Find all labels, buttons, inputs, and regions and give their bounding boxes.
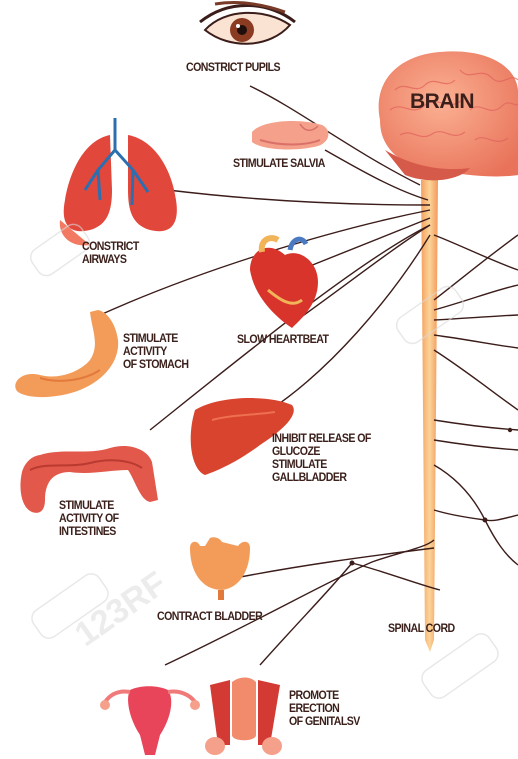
eye-icon — [200, 3, 295, 44]
label-promote-erection: PROMOTE ERECTION OF GENITALSV — [289, 690, 360, 729]
lungs-icon — [60, 118, 177, 245]
label-constrict-airways: CONSTRICT AIRWAYS — [82, 241, 139, 267]
bladder-icon — [190, 537, 250, 600]
stomach-icon — [15, 310, 118, 397]
spinal-cord — [421, 180, 438, 652]
label-slow-heartbeat: SLOW HEARTBEAT — [237, 334, 328, 347]
female-reproductive-icon — [100, 686, 200, 755]
label-stimulate-saliva: STIMULATE SALVIA — [233, 158, 325, 171]
heart-icon — [250, 238, 318, 328]
brain-label: BRAIN — [410, 90, 474, 114]
label-stimulate-stomach: STIMULATE ACTIVITY OF STOMACH — [123, 333, 188, 372]
label-constrict-pupils: CONSTRICT PUPILS — [186, 62, 280, 75]
label-inhibit-glucose: INHIBIT RELEASE OF GLUCOZE STIMULATE GAL… — [272, 433, 371, 485]
brain-illustration — [379, 51, 518, 180]
label-stimulate-intestines: STIMULATE ACTIVITY OF INTESTINES — [59, 500, 119, 539]
label-spinal-cord: SPINAL CORD — [388, 623, 455, 636]
male-reproductive-icon — [205, 678, 282, 756]
tongue-icon — [252, 121, 328, 150]
label-contract-bladder: CONTRACT BLADDER — [157, 611, 262, 624]
